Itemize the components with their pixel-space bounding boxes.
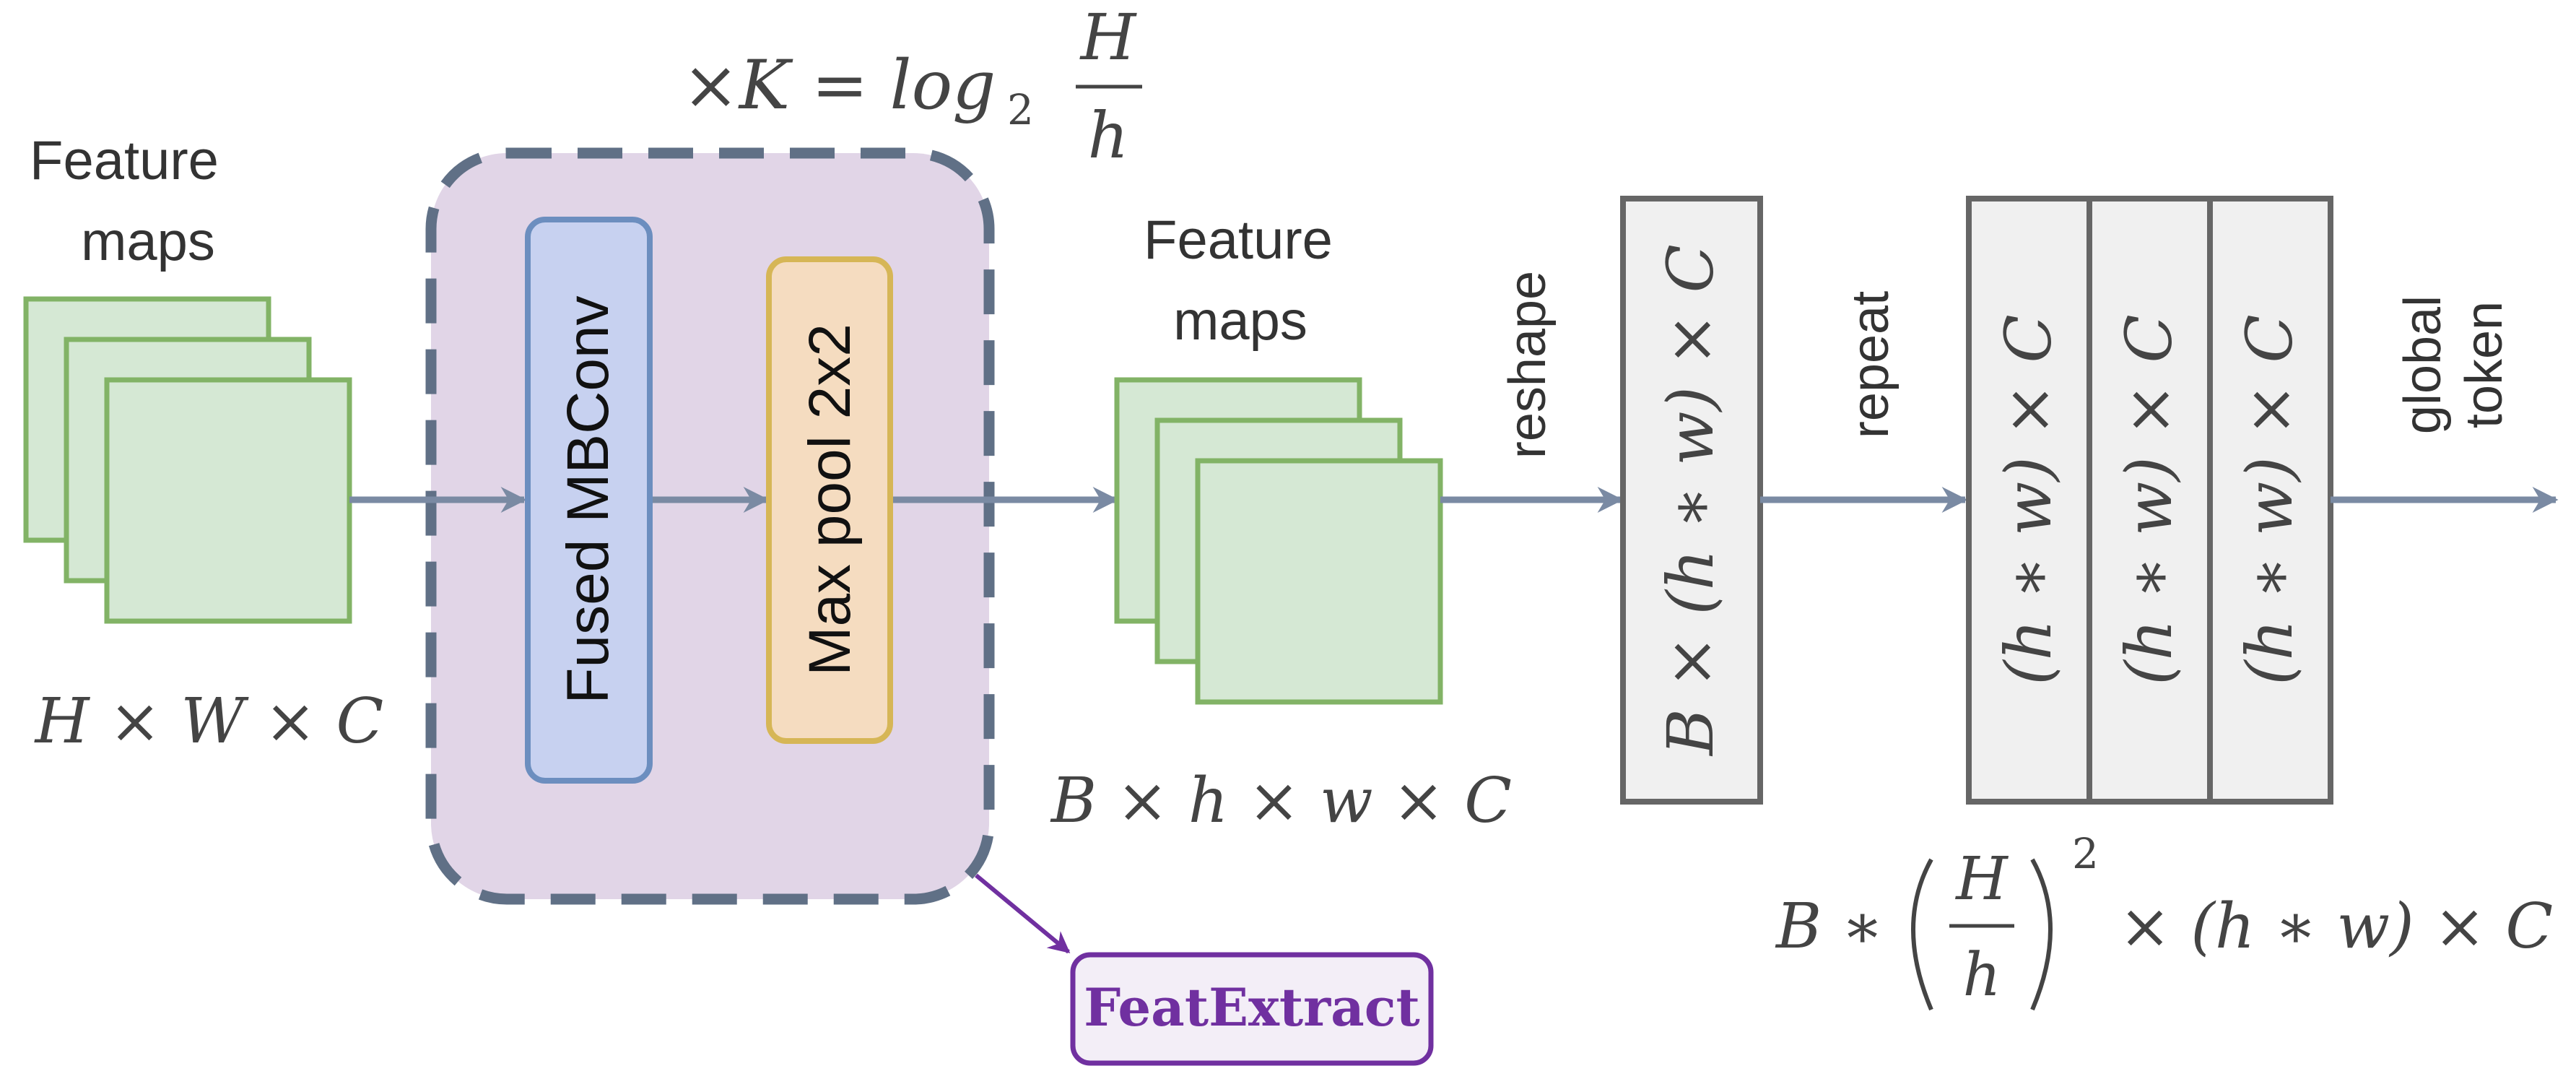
repeated-token-columns: (h ∗ w) × C (h ∗ w) × C (h ∗ w) × C (1966, 196, 2333, 805)
repeat-dims-left-paren (1911, 858, 1933, 1011)
input-feature-maps-label: Feature maps (30, 130, 219, 272)
repeat-formula-subscript: 2 (1007, 85, 1034, 134)
repeat-formula-denominator: h (1088, 98, 1129, 173)
repeat-formula-prefix: ×K = log (682, 46, 996, 125)
maxpool-label: Max pool 2x2 (797, 324, 863, 676)
reshape-box-label: B × (h ∗ w) × C (1653, 244, 1728, 757)
repeat-dims-denominator: h (1963, 941, 2001, 1010)
repeat-dims-formula: B ∗ H h 2 × (h ∗ w) × C (1775, 829, 2553, 1011)
token-column-3 (2207, 196, 2333, 805)
feat-extract-callout-box (1070, 952, 1434, 1066)
token-column-2 (2087, 196, 2213, 805)
output-feature-maps-stack (1114, 377, 1443, 705)
input-label-line2: maps (81, 211, 215, 272)
token-column-2-label: (h ∗ w) × C (2112, 314, 2186, 685)
fused-mbconv-block (525, 217, 653, 784)
repeat-dims-right-paren (2030, 858, 2053, 1011)
output-feature-maps-label: Feature maps (1144, 209, 1333, 352)
output-dims: B × h × w × C (1050, 765, 1512, 837)
feat-extract-callout-arrow (975, 873, 1071, 954)
repeat-formula: ×K = log 2 H h (682, 0, 1142, 173)
input-feature-maps-stack (23, 296, 352, 624)
input-dims: H × W × C (34, 685, 384, 758)
repeat-formula-numerator: H (1079, 0, 1138, 74)
input-label-line1: Feature (30, 130, 219, 191)
token-column-1-label: (h ∗ w) × C (1991, 314, 2066, 685)
repeat-dims-exponent: 2 (2072, 829, 2099, 878)
input-map-front (104, 377, 352, 624)
repeat-arrow-label: repeat (1842, 291, 1900, 438)
output-label-line2: maps (1173, 290, 1307, 352)
feat-extract-region (425, 147, 995, 905)
fused-mbconv-label: Fused MBConv (555, 295, 621, 703)
repeat-dims-prefix: B ∗ (1775, 890, 1884, 963)
output-map-front (1195, 458, 1443, 705)
reshape-arrow-label: reshape (1499, 271, 1557, 459)
output-label-line2: token (2455, 301, 2513, 428)
repeat-dims-numerator: H (1954, 845, 2009, 914)
maxpool-block (766, 256, 893, 744)
feat-extract-callout-label: FeatExtract (1084, 976, 1420, 1038)
output-label-line1: Feature (1144, 209, 1333, 271)
token-column-3-label: (h ∗ w) × C (2232, 314, 2307, 685)
output-label-line1: global (2394, 295, 2452, 434)
repeat-dims-suffix: × (h ∗ w) × C (2119, 890, 2553, 963)
token-column-1 (1966, 196, 2092, 805)
